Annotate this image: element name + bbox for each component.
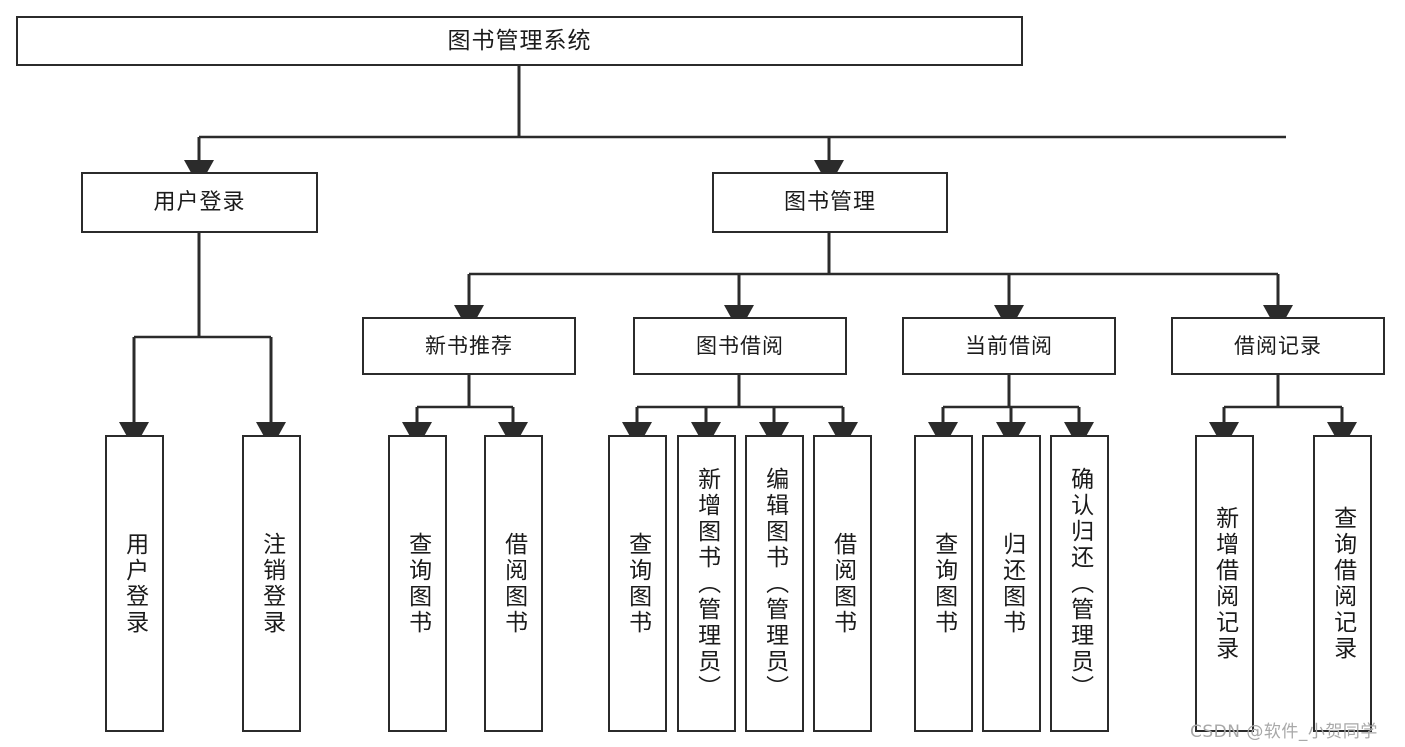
leaf-confirm-return-admin[interactable]: 确认归还（管理员） — [1050, 435, 1109, 732]
leaf-logout[interactable]: 注销登录 — [242, 435, 301, 732]
node-label: 借阅图书 — [829, 531, 856, 636]
node-label: 图书借阅 — [696, 333, 784, 358]
leaf-query-borrow-record[interactable]: 查询借阅记录 — [1313, 435, 1372, 732]
node-borrow-records[interactable]: 借阅记录 — [1171, 317, 1385, 375]
leaf-query-book-borrow[interactable]: 查询图书 — [608, 435, 667, 732]
leaf-user-login[interactable]: 用户登录 — [105, 435, 164, 732]
node-label: 图书管理系统 — [447, 27, 592, 54]
node-label: 新增图书（管理员） — [693, 466, 720, 701]
node-label: 用户登录 — [121, 531, 148, 636]
node-label: 查询图书 — [624, 531, 651, 636]
csdn-watermark: CSDN @软件_小贺同学 — [1190, 722, 1378, 742]
leaf-return-book[interactable]: 归还图书 — [982, 435, 1041, 732]
leaf-borrow-book-recommend[interactable]: 借阅图书 — [484, 435, 543, 732]
leaf-query-book-recommend[interactable]: 查询图书 — [388, 435, 447, 732]
leaf-query-book-current[interactable]: 查询图书 — [914, 435, 973, 732]
node-label: 查询图书 — [404, 531, 431, 636]
node-book-borrow[interactable]: 图书借阅 — [633, 317, 847, 375]
node-label: 当前借阅 — [965, 333, 1053, 358]
node-new-book-recommend[interactable]: 新书推荐 — [362, 317, 576, 375]
leaf-add-borrow-record[interactable]: 新增借阅记录 — [1195, 435, 1254, 732]
node-label: 图书管理 — [783, 189, 876, 215]
node-user-login[interactable]: 用户登录 — [81, 172, 318, 233]
node-label: 归还图书 — [998, 531, 1025, 636]
node-current-borrow[interactable]: 当前借阅 — [902, 317, 1116, 375]
node-label: 新增借阅记录 — [1211, 505, 1238, 662]
node-label: 用户登录 — [153, 189, 246, 215]
node-root-system[interactable]: 图书管理系统 — [16, 16, 1023, 66]
node-label: 编辑图书（管理员） — [761, 466, 788, 701]
leaf-add-book-admin[interactable]: 新增图书（管理员） — [677, 435, 736, 732]
node-label: 查询图书 — [930, 531, 957, 636]
node-label: 查询借阅记录 — [1329, 505, 1356, 662]
node-book-management[interactable]: 图书管理 — [712, 172, 948, 233]
node-label: 借阅图书 — [500, 531, 527, 636]
node-label: 新书推荐 — [425, 333, 513, 358]
leaf-edit-book-admin[interactable]: 编辑图书（管理员） — [745, 435, 804, 732]
node-label: 注销登录 — [258, 531, 285, 636]
node-label: 借阅记录 — [1234, 333, 1322, 358]
leaf-borrow-book[interactable]: 借阅图书 — [813, 435, 872, 732]
node-label: 确认归还（管理员） — [1066, 466, 1093, 701]
